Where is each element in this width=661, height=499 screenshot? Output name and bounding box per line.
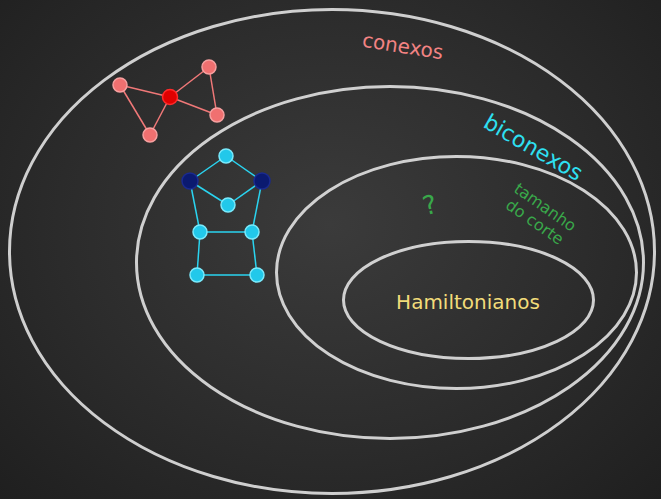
graph-vertex — [250, 268, 264, 282]
ellipse-stroke — [344, 242, 594, 359]
ellipse-stroke — [277, 157, 637, 389]
highlighted-vertex — [182, 173, 198, 189]
graph-vertex — [190, 268, 204, 282]
set-label: conexos — [361, 29, 445, 64]
ellipse-outline — [275, 155, 638, 390]
graph-vertex — [245, 225, 259, 239]
set-label: biconexos — [479, 110, 586, 186]
graph-vertex — [219, 149, 233, 163]
graph-vertex — [113, 78, 127, 92]
graph-edge — [197, 274, 257, 276]
highlighted-vertex — [254, 173, 270, 189]
cut-vertex — [163, 90, 178, 105]
question-mark: ? — [420, 189, 441, 220]
graph-vertex — [193, 225, 207, 239]
cut-vertex-graph-vertices — [113, 60, 224, 142]
graph-vertex — [221, 198, 235, 212]
ellipse-outline — [135, 85, 645, 440]
graph-edge — [200, 231, 252, 233]
set-label: tamanho do corte — [496, 176, 585, 253]
ellipse-outline — [8, 8, 656, 495]
set-ellipse: ? tamanho do corteHamiltonianos — [275, 155, 638, 390]
graph-vertex — [210, 108, 224, 122]
set-ellipse: Hamiltonianos — [342, 240, 595, 360]
biconnected-graph — [190, 156, 262, 275]
graph-edge — [120, 85, 150, 135]
graph-vertex — [143, 128, 157, 142]
cut-vertex-graph — [120, 67, 217, 135]
ellipse-stroke — [10, 10, 655, 494]
ellipse-stroke — [137, 87, 644, 439]
set-label: Hamiltonianos — [396, 291, 540, 313]
biconnected-graph-vertices — [182, 149, 270, 282]
set-ellipse: biconexos? tamanho do corteHamiltonianos — [135, 85, 645, 440]
graph-vertex — [202, 60, 216, 74]
set-ellipse: conexos biconexos? tamanho do corteHamilto… — [8, 8, 656, 495]
